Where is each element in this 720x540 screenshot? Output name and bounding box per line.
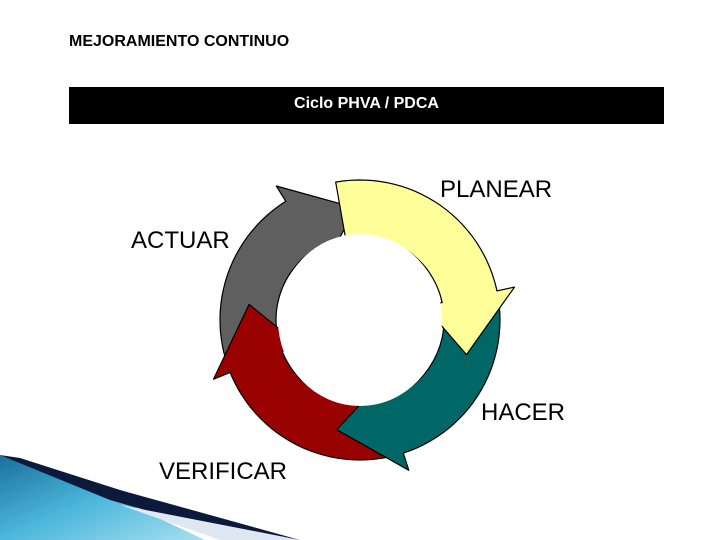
banner-text: Ciclo PHVA / PDCA — [294, 95, 439, 112]
cycle-center-hole — [278, 234, 442, 406]
stage-label-actuar: ACTUAR — [131, 227, 230, 254]
page-title: MEJORAMIENTO CONTINUO — [69, 33, 290, 50]
corner-stripe-light — [120, 505, 300, 540]
corner-wedge-blue — [0, 455, 205, 540]
stage-label-hacer: HACER — [481, 399, 566, 426]
corner-stripe-dark — [0, 455, 300, 540]
title-banner: Ciclo PHVA / PDCA — [69, 87, 664, 124]
stage-label-planear: PLANEAR — [440, 176, 553, 203]
stage-label-verificar: VERIFICAR — [159, 458, 288, 485]
